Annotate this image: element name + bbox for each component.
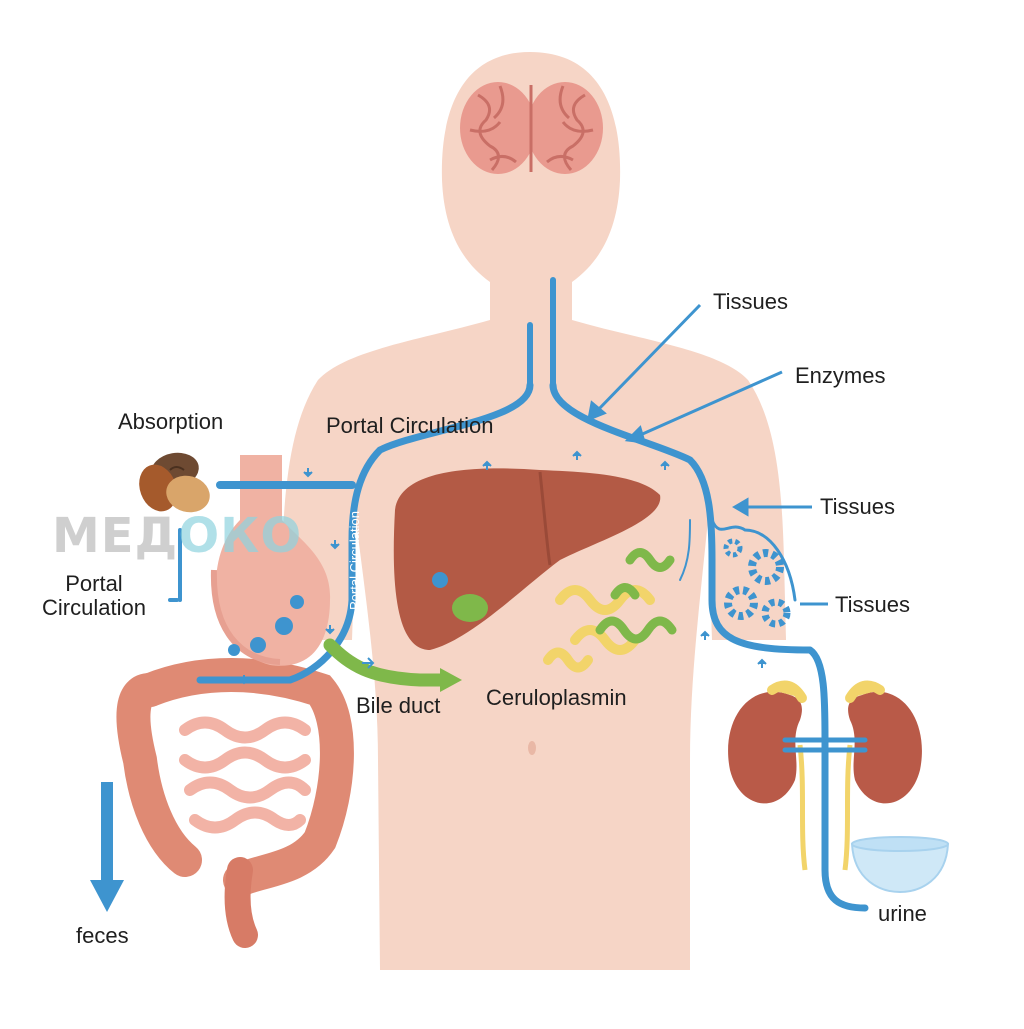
copper-dot	[275, 617, 293, 635]
stomach-icon	[210, 455, 331, 666]
urine-bowl-icon	[850, 836, 950, 894]
absorption-label: Absorption	[118, 409, 224, 434]
vessel-network	[168, 277, 869, 912]
gallbladder-icon	[452, 594, 488, 622]
copper-dot	[228, 644, 240, 656]
copper-dot	[250, 637, 266, 653]
portal-circulation-label: Portal Circulation	[326, 413, 494, 438]
tissues-lower-label: Tissues	[835, 592, 910, 617]
portal-circulation-vertical-label: Portal Circulation	[347, 511, 362, 610]
navel	[528, 741, 536, 755]
brain-icon	[460, 82, 603, 174]
ceruloplasmin-icon	[543, 548, 677, 673]
urine-label: urine	[878, 901, 927, 926]
watermark-logo: МЕДОКО	[52, 508, 303, 564]
copper-dot	[290, 595, 304, 609]
kidneys-icon	[728, 680, 922, 871]
tissues-top-label: Tissues	[713, 289, 788, 314]
ceruloplasmin-label: Ceruloplasmin	[486, 685, 627, 710]
portal-circulation-left-label: Portal Circulation	[42, 571, 146, 621]
tissues-mid-label: Tissues	[820, 494, 895, 519]
intestines-icon	[116, 658, 354, 948]
enzymes-label: Enzymes	[795, 363, 886, 388]
feces-arrow-icon	[90, 782, 124, 912]
nuts-icon	[139, 452, 210, 513]
feces-label: feces	[76, 923, 129, 948]
bile-duct-label: Bile duct	[356, 693, 441, 718]
liver-icon	[393, 468, 661, 650]
pointer-arrows	[587, 303, 828, 606]
gears-icon	[723, 538, 791, 628]
copper-dot	[432, 572, 448, 588]
flow-ticks	[239, 450, 767, 685]
bile-duct-icon	[323, 638, 462, 692]
